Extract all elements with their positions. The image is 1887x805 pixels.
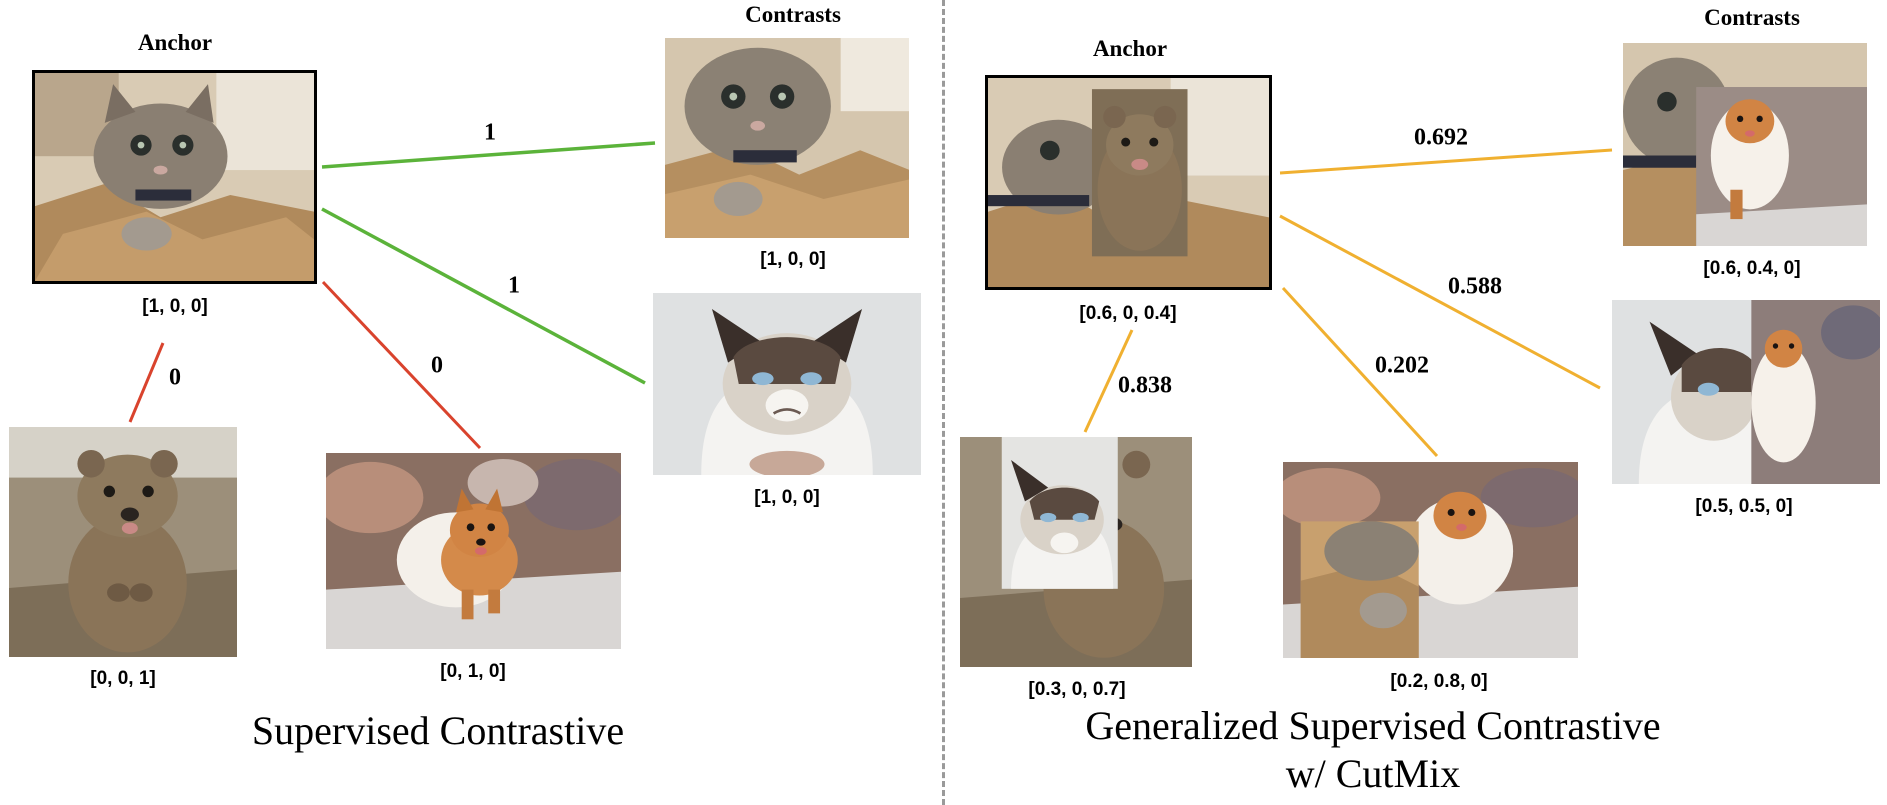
left-anchor-vector: [1, 0, 0] (142, 296, 208, 317)
left-weight-to-grumpy: 1 (508, 272, 520, 299)
left-contrast-cat-photo (665, 38, 909, 238)
left-pomeranian-vector: [0, 1, 0] (440, 661, 506, 682)
edge-anchor-to-mix4 (1281, 286, 1439, 458)
left-weight-to-pomeranian: 0 (431, 352, 443, 379)
left-contrast-grumpy-photo (653, 293, 921, 475)
right-contrast-mix4-vector: [0.2, 0.8, 0] (1390, 671, 1488, 692)
edge-anchor-to-mix2 (1279, 214, 1601, 390)
left-contrast-cat-vector: [1, 0, 0] (760, 249, 826, 270)
panel-divider (942, 0, 945, 805)
right-panel-title: Generalized Supervised Contrastive w/ Cu… (1085, 702, 1660, 798)
right-panel-title-line1: Generalized Supervised Contrastive (1085, 703, 1661, 748)
right-panel-title-line2: w/ CutMix (1285, 751, 1461, 796)
left-anchor-cat-photo (32, 70, 317, 284)
right-contrast-mix2-vector: [0.5, 0.5, 0] (1695, 496, 1793, 517)
right-weight-to-mix4: 0.202 (1375, 352, 1429, 379)
right-contrast-mix3-photo (960, 437, 1192, 667)
left-contrasts-heading: Contrasts (745, 2, 841, 27)
right-anchor-cutmix-photo (985, 75, 1272, 290)
right-contrasts-heading: Contrasts (1704, 5, 1800, 30)
left-anchor-heading: Anchor (137, 30, 213, 55)
right-anchor-vector: [0.6, 0, 0.4] (1079, 303, 1177, 324)
right-weight-to-mix1: 0.692 (1414, 124, 1468, 151)
left-quokka-photo (9, 427, 237, 657)
left-quokka-vector: [0, 0, 1] (90, 668, 156, 689)
left-weight-to-cat: 1 (484, 119, 496, 146)
edge-anchor-to-grumpy (321, 207, 646, 385)
right-weight-to-mix3: 0.838 (1118, 372, 1172, 399)
edge-anchor-to-mix1 (1279, 148, 1613, 175)
edge-anchor-to-quokka (128, 342, 165, 423)
right-contrast-mix1-vector: [0.6, 0.4, 0] (1703, 258, 1801, 279)
edge-anchor-to-mix3 (1083, 329, 1134, 433)
edge-anchor-to-pomeranian (321, 280, 482, 450)
left-pomeranian-photo (326, 453, 621, 649)
right-contrast-mix2-photo (1612, 300, 1880, 484)
right-contrast-mix4-photo (1283, 462, 1578, 658)
left-panel-title: Supervised Contrastive (251, 708, 625, 753)
right-contrast-mix1-photo (1623, 43, 1867, 246)
right-weight-to-mix2: 0.588 (1448, 273, 1502, 300)
right-anchor-heading: Anchor (1092, 36, 1168, 61)
left-contrast-grumpy-vector: [1, 0, 0] (754, 487, 820, 508)
left-weight-to-quokka: 0 (169, 364, 181, 391)
edge-anchor-to-cat (321, 141, 656, 169)
right-contrast-mix3-vector: [0.3, 0, 0.7] (1028, 679, 1126, 700)
